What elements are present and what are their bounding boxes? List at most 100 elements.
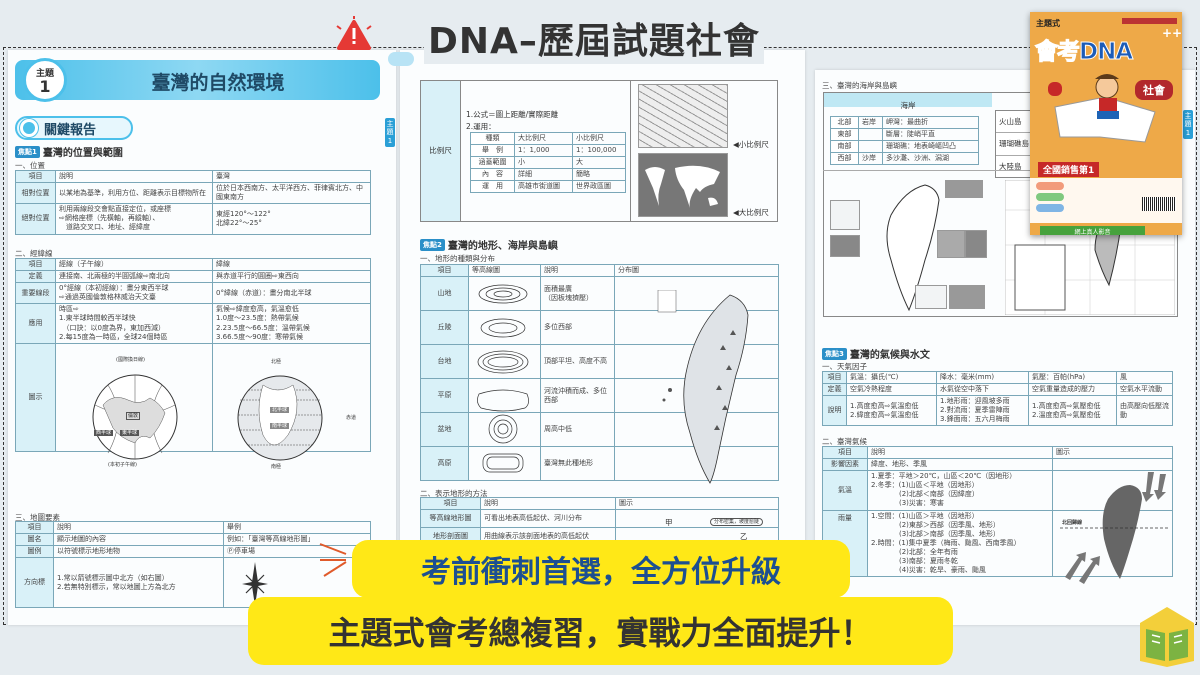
table-cell: 臺灣無此種地形 bbox=[540, 446, 615, 482]
street-map-image bbox=[638, 84, 728, 148]
cover-feature-pills bbox=[1036, 182, 1064, 212]
table-cell: 詳細 bbox=[514, 168, 573, 182]
globe2-equator-label: 赤道 bbox=[346, 415, 357, 421]
table-row: 北部岩岸岬灣：最曲折 bbox=[830, 115, 979, 130]
taiwan-coast-map bbox=[886, 184, 940, 312]
table-cell: 0°經線（本初經線）：畫分東西半球 ⇨通過英國倫敦格林威治天文臺 bbox=[55, 282, 213, 305]
table-cell bbox=[468, 412, 541, 448]
theme-badge: 主題 1 bbox=[23, 58, 67, 102]
diagram-label-b: 乙 bbox=[740, 532, 748, 541]
emphasis-lines bbox=[319, 543, 347, 577]
compass-rose-icon bbox=[242, 562, 268, 606]
cover-illustration bbox=[1048, 74, 1156, 143]
table-cell: 簡略 bbox=[572, 168, 626, 182]
table-row: 涵蓋範圍小大 bbox=[470, 156, 626, 170]
globe1-center-label: 倫敦 bbox=[126, 412, 141, 421]
table-cell: 重要線段 bbox=[15, 282, 56, 305]
table-cell: 運 用 bbox=[470, 180, 515, 194]
table-cell: 項目 bbox=[822, 370, 847, 385]
table-cell: 定義 bbox=[822, 383, 847, 397]
island-item: 火山島 bbox=[996, 111, 1054, 134]
table-cell: 舉例 bbox=[223, 520, 371, 535]
diagram-label-a: 甲 bbox=[665, 518, 673, 527]
taiwan-landform-map bbox=[657, 290, 749, 484]
table-cell: 圖示 bbox=[15, 342, 56, 452]
focus2-title: 臺灣的地形、海岸與島嶼 bbox=[447, 241, 558, 252]
table-row: 定義空氣冷熱程度水氣從空中落下空氣重量造成的壓力空氣水平流動 bbox=[822, 383, 1173, 397]
table-cell: 等高線地形圖 bbox=[420, 509, 481, 529]
page-title: 臺灣的自然環境 bbox=[151, 72, 285, 94]
table-cell: 臺灣 bbox=[212, 169, 371, 184]
table-cell: 多位西部 bbox=[540, 310, 615, 346]
theme-label: 主題 bbox=[35, 69, 54, 79]
table-row: 丘陵多位西部 bbox=[420, 310, 779, 346]
globe-longitude-diagram bbox=[92, 374, 178, 460]
table-cell: 小 bbox=[514, 156, 573, 170]
globe2-south-label: 南極 bbox=[271, 464, 282, 470]
table-cell: 風 bbox=[1116, 370, 1173, 385]
table-cell: 高雄市街道圖 bbox=[514, 180, 573, 194]
table-cell: 大 bbox=[572, 156, 626, 170]
table-header-row: 項目說明舉例 bbox=[15, 520, 371, 535]
book-cover: 主題式 會考DNA ++ 社會 全國銷售第1 網上真人影音 bbox=[1030, 12, 1182, 235]
table-cell: 項目 bbox=[15, 520, 54, 535]
sec-weather: 一、天氣因子 bbox=[822, 362, 867, 371]
table-cell: 多沙灘、沙洲、潟湖 bbox=[882, 152, 979, 166]
sec-methods: 二、表示地形的方法 bbox=[420, 489, 488, 498]
banner-line2: 主題式會考總複習，實戰力全面提升！ bbox=[328, 614, 873, 652]
table-cell: 周高中低 bbox=[540, 412, 615, 448]
coast-photo bbox=[830, 200, 860, 230]
table-cell: 沙岸 bbox=[858, 152, 883, 166]
table-cell bbox=[468, 446, 541, 482]
focus1-tag: 焦點1 bbox=[15, 145, 40, 158]
world-continents bbox=[645, 165, 720, 208]
table-cell: 說明 bbox=[867, 445, 1053, 460]
globe-latitude-diagram bbox=[237, 375, 323, 461]
cover-bottom-bar: 網上真人影音 bbox=[1040, 226, 1145, 235]
focus3-tag: 焦點3 bbox=[822, 347, 847, 360]
page-number-tab bbox=[388, 52, 414, 66]
table-cell: 分布圖 bbox=[614, 263, 779, 278]
main-title: DNA–歷屆試題社會 bbox=[424, 12, 764, 64]
climate-map-label: 北回歸線 bbox=[1062, 520, 1083, 526]
side-tab: 主題1 bbox=[385, 118, 395, 148]
img2-caption: ◀大比例尺 bbox=[733, 208, 769, 217]
scale-divider bbox=[630, 81, 631, 221]
table-cell: 時區⇨ 1.東半球時間較西半球快 （口訣：以0度為界，東加西減） 2.每15度為… bbox=[55, 303, 213, 344]
table-cell: 連接南、北兩極的半圓弧線⇨南北向 bbox=[55, 270, 213, 284]
table-row: 西部沙岸多沙灘、沙洲、潟湖 bbox=[830, 152, 979, 166]
table-cell bbox=[858, 128, 883, 142]
table-cell: 涵蓋範圍 bbox=[470, 156, 515, 170]
table-cell: 項目 bbox=[15, 169, 56, 184]
table-row: 影響因素緯度、地形、季風 bbox=[822, 458, 1173, 472]
coast-photo bbox=[830, 235, 860, 257]
table-cell: 說明 bbox=[55, 169, 213, 184]
cover-top-strip bbox=[1122, 18, 1177, 24]
table-cell: 平原 bbox=[420, 378, 469, 414]
banner-primary: 考前衝刺首選，全方位升級 bbox=[352, 540, 850, 598]
section-pill: 關鍵報告 bbox=[15, 116, 133, 140]
table-cell: 降水：毫米(mm) bbox=[936, 370, 1029, 385]
sec-landform: 一、地形的種類與分布 bbox=[420, 254, 495, 263]
table-cell: 項目 bbox=[822, 445, 868, 460]
table-cell: 空氣水平流動 bbox=[1116, 383, 1173, 397]
table-cell: 可看出地表高低起伏、河川分布 bbox=[480, 509, 616, 529]
table-cell: 應用 bbox=[15, 303, 56, 344]
table-cell: 項目 bbox=[15, 257, 56, 272]
table-cell: 1：100,000 bbox=[572, 144, 626, 158]
table-cell: 由高壓向低壓流動 bbox=[1116, 395, 1173, 427]
table-cell: 絕對位置 bbox=[15, 203, 56, 235]
taiwan-monsoon-map bbox=[1060, 472, 1168, 584]
coast-map-divider bbox=[823, 170, 1178, 171]
methods-table: 項目說明圖示等高線地形圖可看出地表高低起伏、河川分布地形剖面圖用曲線表示該剖面地… bbox=[420, 496, 779, 547]
table-cell: 利用兩線段交會點直接定位，或座標 ⇨網格座標（先橫軸，再縱軸）、 道路交叉口、地… bbox=[55, 203, 213, 235]
table-cell: 位於日本西南方、太平洋西方、菲律賓北方、中國東南方 bbox=[212, 182, 371, 205]
table-cell: 氣溫 bbox=[822, 470, 868, 511]
sec-climate: 二、臺灣氣候 bbox=[822, 437, 867, 446]
table-row: 東部斷層：陡峭平直 bbox=[830, 128, 979, 142]
book-logo-icon bbox=[1140, 607, 1194, 667]
